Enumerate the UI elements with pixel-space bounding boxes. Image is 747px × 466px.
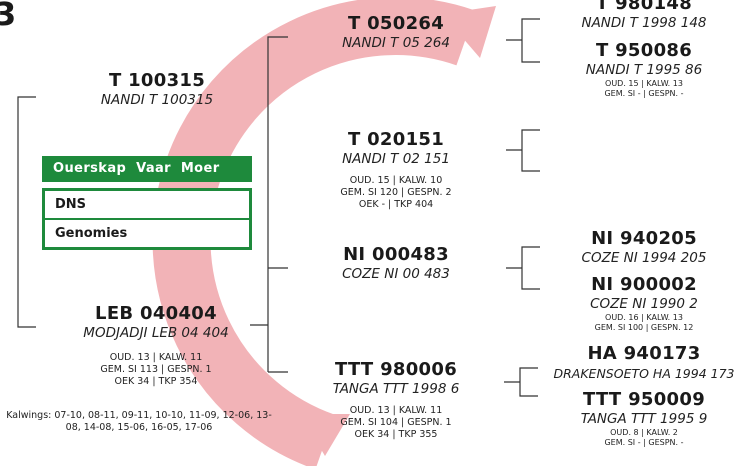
sire-sire-reg: T 050264 xyxy=(296,13,496,35)
bracket-dam-dam xyxy=(504,368,538,396)
sire-node: T 100315 NANDI T 100315 xyxy=(62,70,252,109)
legend-header: Ouerskap Vaar Moer xyxy=(42,156,252,182)
ds-sire-node: NI 940205 COZE NI 1994 205 xyxy=(546,228,742,267)
animal-stat-2: GEM. SI 113 | GESPN. 1 xyxy=(40,364,272,376)
bracket-sire-sire xyxy=(506,19,540,62)
sire-dam-stat-2: GEM. SI 120 | GESPN. 2 xyxy=(296,187,496,199)
ss-dam-node: T 950086 NANDI T 1995 86 OUD. 15 | KALW.… xyxy=(546,40,742,99)
legend-header-ouerskap: Ouerskap xyxy=(53,161,126,176)
sire-dam-stat-1: OUD. 15 | KALW. 10 xyxy=(296,175,496,187)
bracket-animal-sire xyxy=(18,97,36,327)
ss-dam-stat-1: OUD. 15 | KALW. 13 xyxy=(546,79,742,89)
ss-sire-name: NANDI T 1998 148 xyxy=(546,15,742,32)
dam-sire-reg: NI 000483 xyxy=(296,244,496,266)
sire-reg: T 100315 xyxy=(62,70,252,92)
legend-header-vaar: Vaar xyxy=(136,161,171,176)
legend-box: Ouerskap Vaar Moer DNS Genomies xyxy=(42,156,252,250)
ds-sire-reg: NI 940205 xyxy=(546,228,742,250)
dam-reg: TTT 980006 xyxy=(296,359,496,381)
ds-dam-node: NI 900002 COZE NI 1990 2 OUD. 16 | KALW.… xyxy=(546,274,742,333)
dam-node: TTT 980006 TANGA TTT 1998 6 OUD. 13 | KA… xyxy=(296,359,496,441)
animal-stat-3: OEK 34 | TKP 354 xyxy=(40,376,272,388)
dam-name: TANGA TTT 1998 6 xyxy=(296,381,496,398)
dd-sire-reg: HA 940173 xyxy=(544,343,744,365)
dam-stat-3: OEK 34 | TKP 355 xyxy=(296,429,496,441)
legend-header-moer: Moer xyxy=(181,161,220,176)
dd-dam-reg: TTT 950009 xyxy=(544,389,744,411)
legend-row-dns: DNS xyxy=(45,191,249,218)
ss-sire-reg: T 980148 xyxy=(546,0,742,15)
legend-row-genomies: Genomies xyxy=(45,218,249,247)
ds-sire-name: COZE NI 1994 205 xyxy=(546,250,742,267)
animal-name: MODJADJI LEB 04 404 xyxy=(40,325,272,342)
ss-dam-name: NANDI T 1995 86 xyxy=(546,62,742,79)
animal-reg: LEB 040404 xyxy=(40,303,272,325)
ds-dam-name: COZE NI 1990 2 xyxy=(546,296,742,313)
dd-sire-name: DRAKENSOETO HA 1994 173 xyxy=(544,365,744,382)
animal-node: LEB 040404 MODJADJI LEB 04 404 OUD. 13 |… xyxy=(40,303,272,388)
bracket-dam-sire xyxy=(506,247,540,289)
ds-dam-stat-2: GEM. SI 100 | GESPN. 12 xyxy=(546,323,742,333)
dam-stat-2: GEM. SI 104 | GESPN. 1 xyxy=(296,417,496,429)
sire-name: NANDI T 100315 xyxy=(62,92,252,109)
dd-dam-stat-1: OUD. 8 | KALW. 2 xyxy=(544,428,744,438)
ds-dam-reg: NI 900002 xyxy=(546,274,742,296)
sire-sire-name: NANDI T 05 264 xyxy=(296,35,496,52)
dd-sire-node: HA 940173 DRAKENSOETO HA 1994 173 xyxy=(544,343,744,382)
bracket-sire-dam xyxy=(506,130,540,171)
legend-body: DNS Genomies xyxy=(42,188,252,250)
sire-dam-node: T 020151 NANDI T 02 151 OUD. 15 | KALW. … xyxy=(296,129,496,211)
ss-sire-node: T 980148 NANDI T 1998 148 xyxy=(546,0,742,32)
sire-sire-node: T 050264 NANDI T 05 264 xyxy=(296,13,496,52)
sire-dam-name: NANDI T 02 151 xyxy=(296,151,496,168)
dd-dam-node: TTT 950009 TANGA TTT 1995 9 OUD. 8 | KAL… xyxy=(544,389,744,448)
sire-dam-stat-3: OEK - | TKP 404 xyxy=(296,199,496,211)
dd-dam-stat-2: GEM. SI - | GESPN. - xyxy=(544,438,744,448)
ss-dam-stat-2: GEM. SI - | GESPN. - xyxy=(546,89,742,99)
dam-stat-1: OUD. 13 | KALW. 11 xyxy=(296,405,496,417)
dam-sire-name: COZE NI 00 483 xyxy=(296,266,496,283)
dam-sire-node: NI 000483 COZE NI 00 483 xyxy=(296,244,496,283)
ss-dam-reg: T 950086 xyxy=(546,40,742,62)
page-number: 3 xyxy=(0,0,16,34)
ds-dam-stat-1: OUD. 16 | KALW. 13 xyxy=(546,313,742,323)
calvings-text: Kalwings: 07-10, 08-11, 09-11, 10-10, 11… xyxy=(6,410,272,434)
sire-dam-reg: T 020151 xyxy=(296,129,496,151)
dd-dam-name: TANGA TTT 1995 9 xyxy=(544,411,744,428)
animal-stat-1: OUD. 13 | KALW. 11 xyxy=(40,352,272,364)
